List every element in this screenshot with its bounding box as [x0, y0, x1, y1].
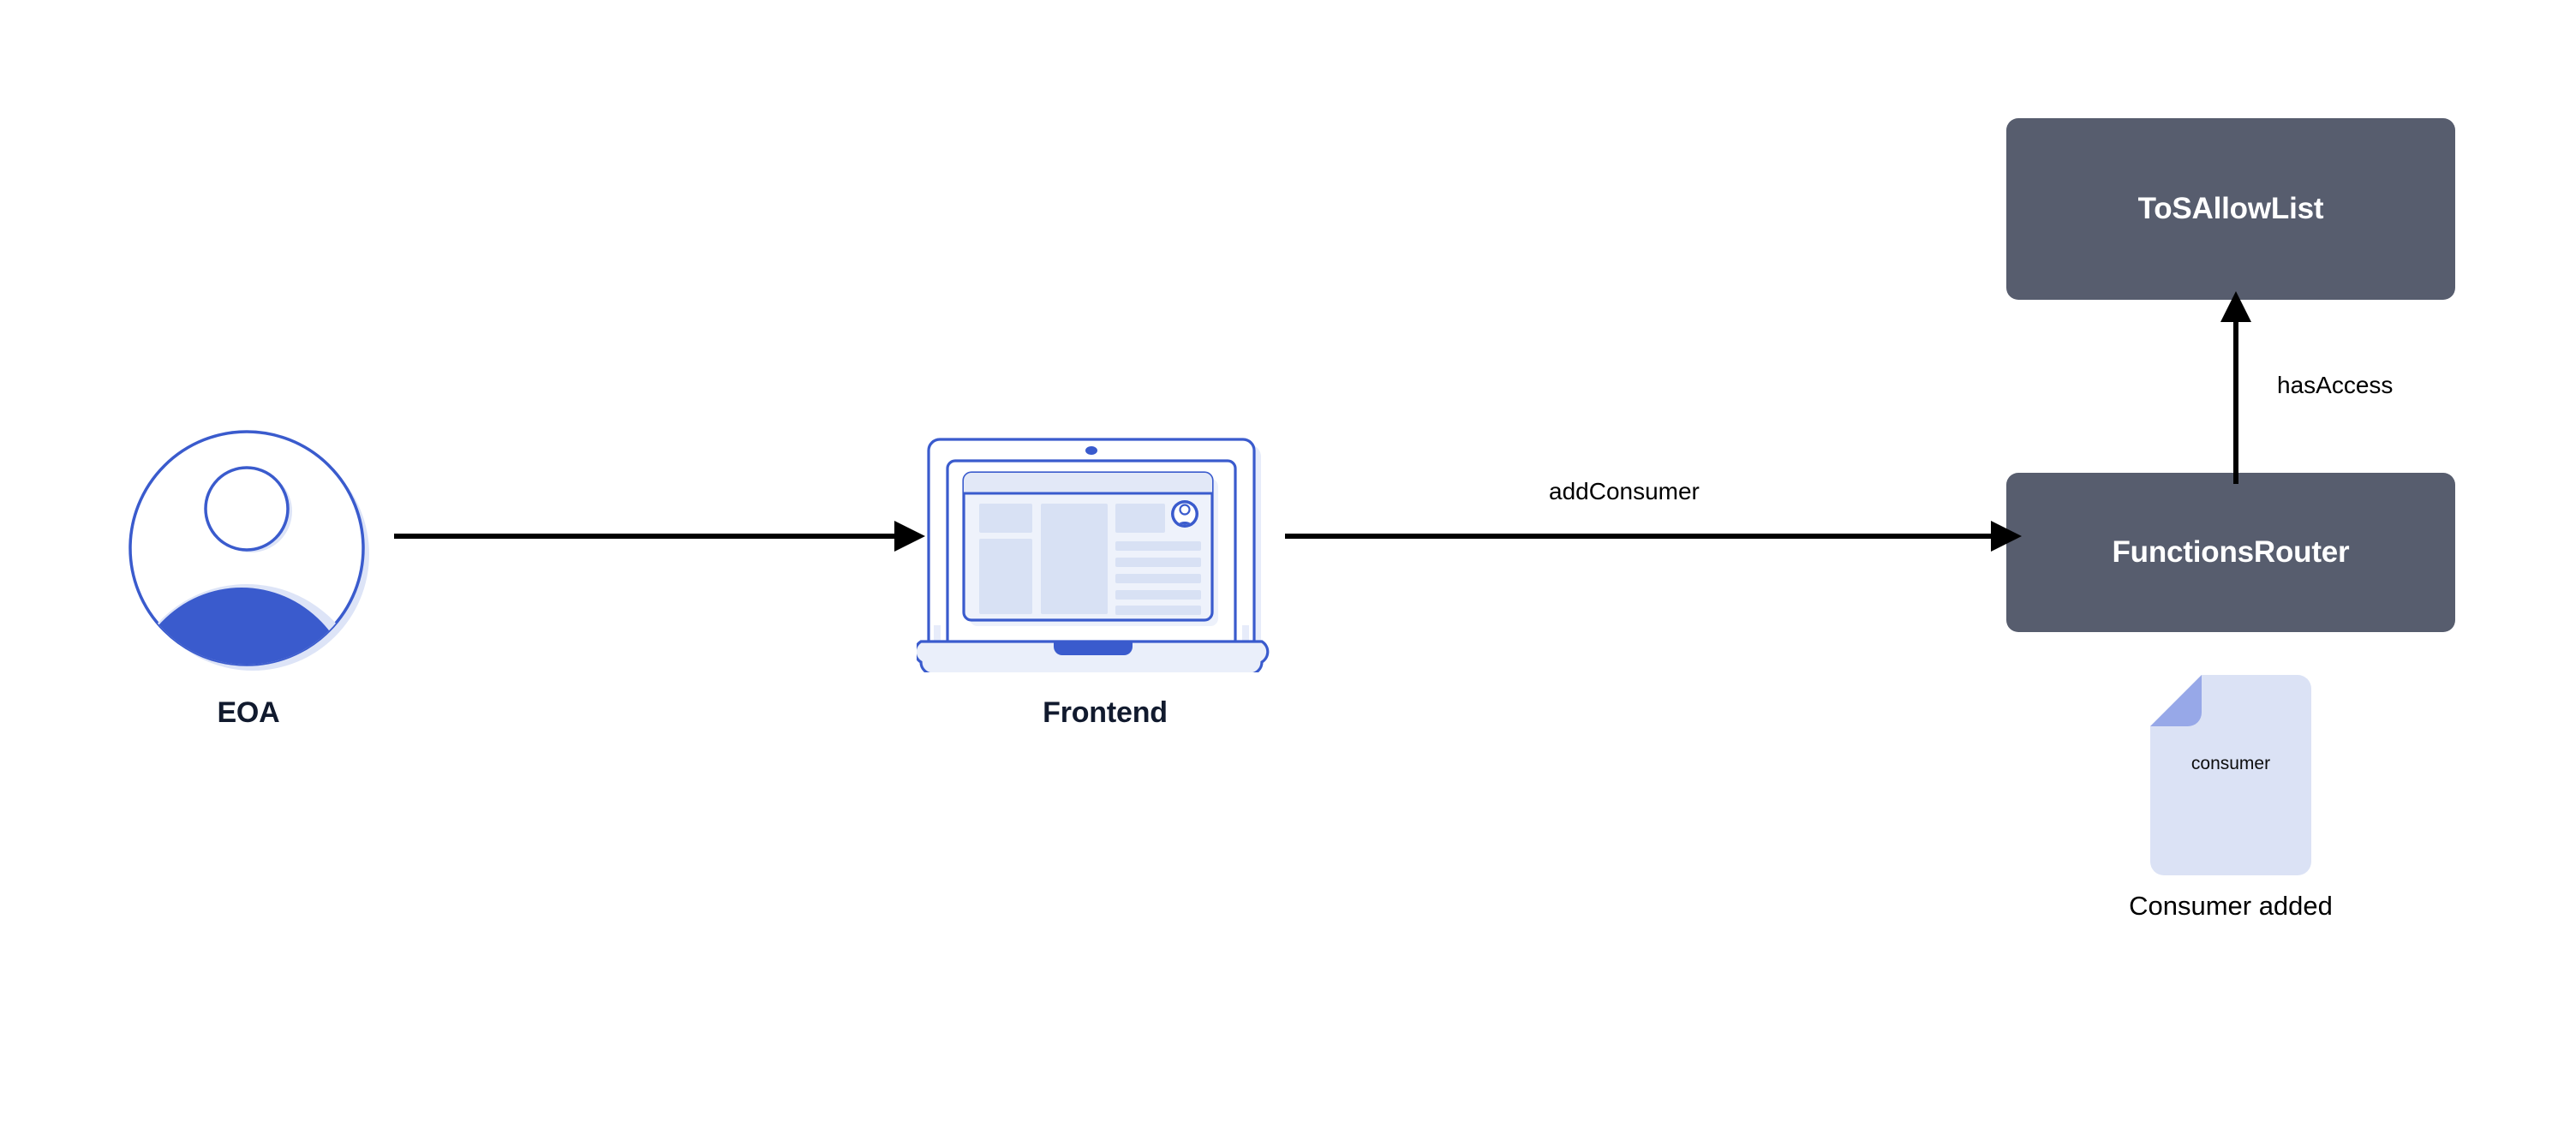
functions-router-node[interactable]: FunctionsRouter	[2006, 473, 2455, 632]
edge-label-has-access: hasAccess	[2277, 372, 2394, 398]
laptop-icon	[917, 438, 1270, 672]
arrow-eoa-to-frontend	[394, 521, 925, 552]
arrow-frontend-to-router	[1285, 521, 2022, 552]
tos-allowlist-node[interactable]: ToSAllowList	[2006, 118, 2455, 300]
screen-avatar-icon	[1171, 500, 1198, 528]
edge-label-add-consumer: addConsumer	[1549, 478, 1700, 504]
consumer-document-node[interactable]	[2149, 673, 2313, 877]
frontend-caption: Frontend	[1043, 696, 1168, 729]
functions-router-label: FunctionsRouter	[2112, 535, 2350, 569]
eoa-caption: EOA	[217, 696, 280, 729]
arrow-router-to-allowlist	[2220, 291, 2251, 484]
document-icon	[2150, 675, 2311, 875]
user-avatar-icon	[129, 430, 369, 671]
tos-allowlist-label: ToSAllowList	[2137, 192, 2324, 225]
eoa-node[interactable]	[123, 424, 371, 672]
consumer-added-caption: Consumer added	[2129, 891, 2333, 921]
frontend-node[interactable]	[917, 433, 1287, 672]
